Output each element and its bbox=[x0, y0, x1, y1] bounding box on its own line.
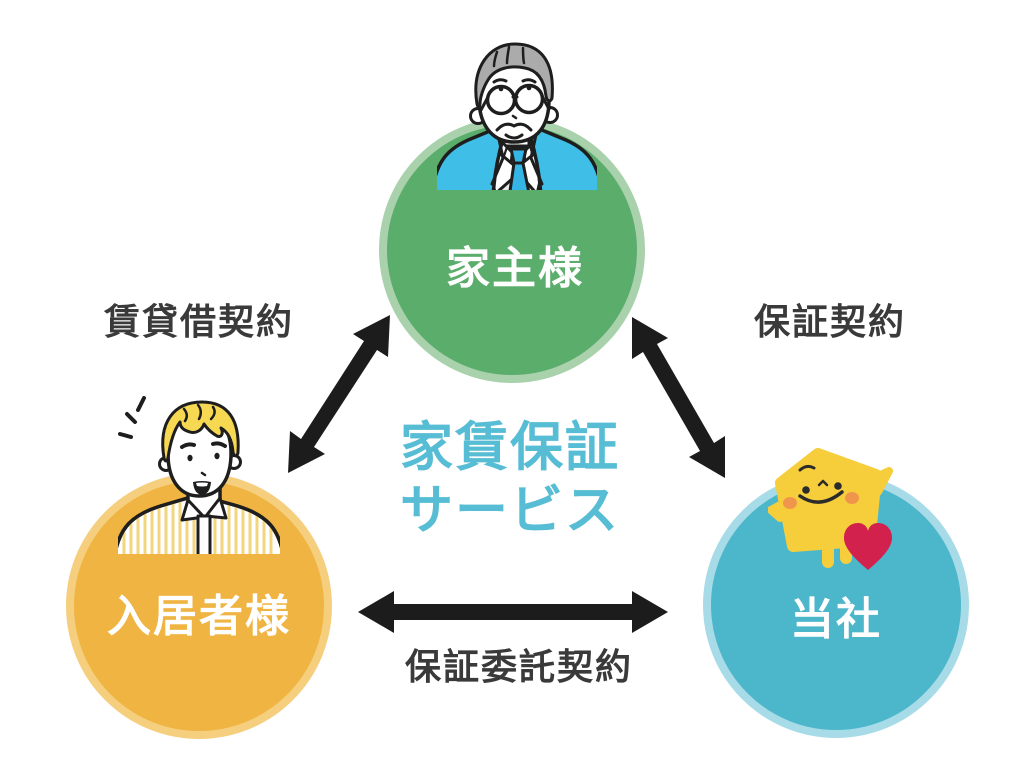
arrow-tenant-company-icon bbox=[358, 591, 668, 633]
service-title-line2: サービス bbox=[400, 481, 620, 540]
tenant-avatar-icon bbox=[118, 396, 280, 554]
landlord-avatar-icon bbox=[437, 42, 597, 190]
lease-contract-label: 賃貸借契約 bbox=[103, 301, 294, 342]
company-label: 当社 bbox=[790, 595, 882, 644]
service-title-line1: 家賃保証 bbox=[400, 418, 620, 477]
service-title: 家賃保証 サービス bbox=[360, 416, 660, 542]
consignment-contract-label: 保証委託契約 bbox=[404, 646, 633, 687]
tenant-label: 入居者様 bbox=[107, 592, 291, 641]
company-mascot-icon bbox=[768, 448, 893, 570]
heart-icon bbox=[844, 523, 892, 570]
guarantee-contract-label: 保証契約 bbox=[753, 301, 906, 342]
landlord-label: 家主様 bbox=[446, 244, 584, 293]
